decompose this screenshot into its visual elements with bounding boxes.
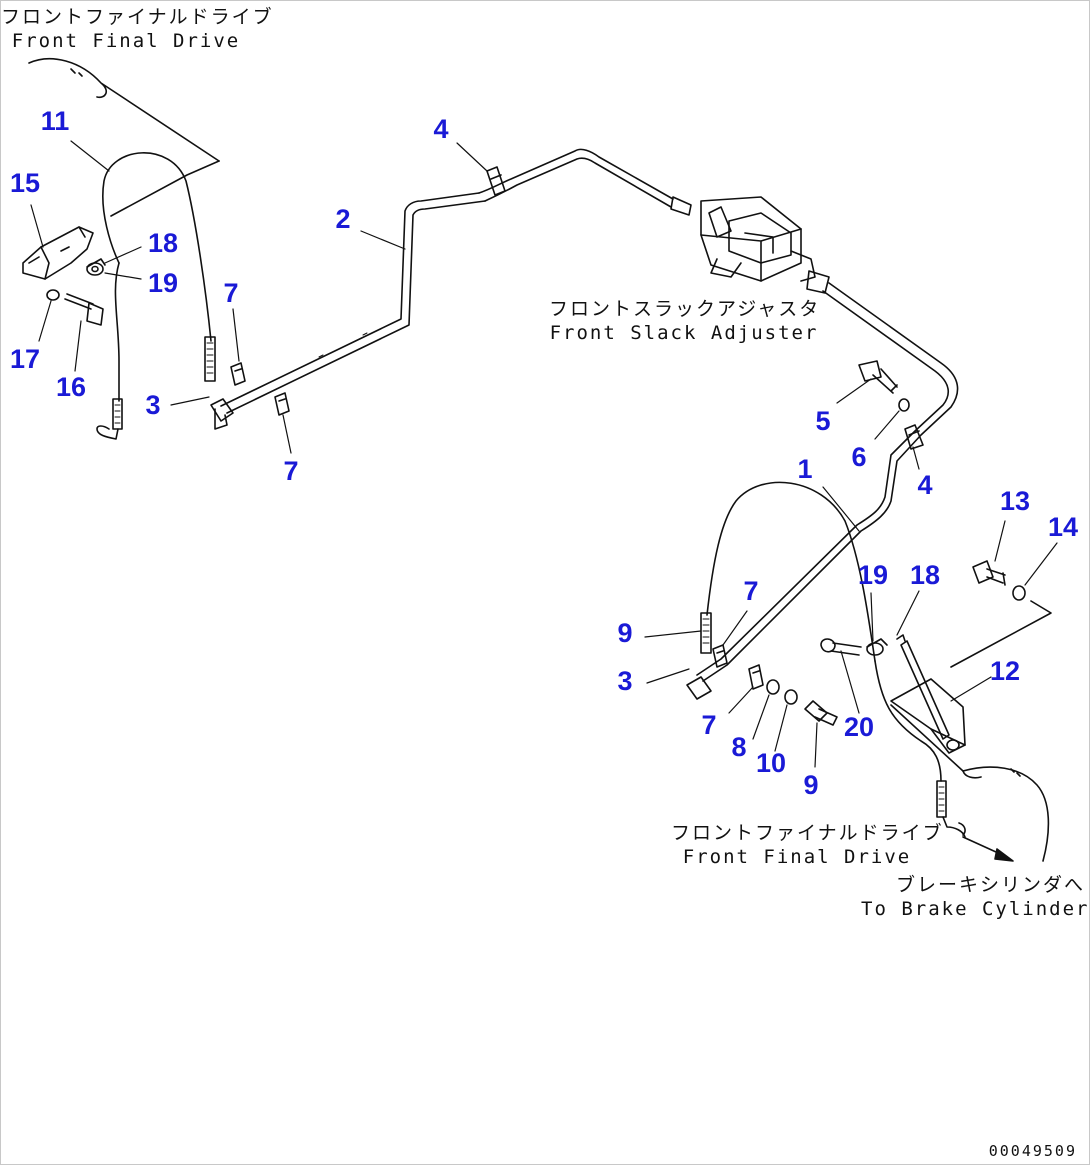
callout-part-12[interactable]: 12 bbox=[989, 656, 1021, 686]
callout-part-6[interactable]: 6 bbox=[851, 442, 867, 472]
callout-part-7[interactable]: 7 bbox=[283, 456, 299, 486]
bolt-5 bbox=[858, 360, 898, 394]
brake-hose-11 bbox=[96, 152, 216, 440]
label-en: To Brake Cylinder bbox=[861, 898, 1090, 920]
callout-part-7[interactable]: 7 bbox=[701, 710, 717, 740]
callout-part-8[interactable]: 8 bbox=[731, 732, 747, 762]
label-front-slack-adjuster: フロントスラックアジャスタ Front Slack Adjuster bbox=[549, 297, 819, 345]
leader-13-14 bbox=[950, 600, 1052, 668]
callout-part-9[interactable]: 9 bbox=[803, 770, 819, 800]
clamp-4-upper bbox=[486, 166, 506, 196]
bracket-12 bbox=[890, 640, 966, 754]
label-jp: フロントファイナルドライブ bbox=[671, 822, 944, 844]
leader-lines bbox=[30, 140, 1058, 768]
callout-part-3[interactable]: 3 bbox=[617, 666, 633, 696]
clip-7-upper bbox=[230, 362, 246, 386]
callout-part-10[interactable]: 10 bbox=[755, 748, 787, 778]
washer-10 bbox=[784, 689, 798, 705]
label-front-final-drive-bottom: フロントファイナルドライブ Front Final Drive bbox=[671, 821, 944, 869]
front-final-drive-housing-right bbox=[890, 704, 1050, 862]
callout-part-1[interactable]: 1 bbox=[797, 454, 813, 484]
bolt-20 bbox=[820, 638, 862, 656]
elbow-fitting-left bbox=[210, 398, 234, 430]
clip-7-right-upper bbox=[712, 644, 728, 668]
washer-8 bbox=[766, 679, 780, 695]
front-slack-adjuster bbox=[670, 196, 830, 294]
brake-hose-9 bbox=[700, 481, 966, 838]
label-jp: フロントスラックアジャスタ bbox=[549, 298, 821, 320]
brake-tube-1 bbox=[696, 282, 959, 682]
washer-14 bbox=[1012, 585, 1026, 601]
label-jp: フロントファイナルドライブ bbox=[1, 6, 274, 28]
label-to-brake-cylinder: ブレーキシリンダへ To Brake Cylinder bbox=[861, 873, 1090, 921]
brake-tube-2 bbox=[220, 148, 674, 414]
callout-part-20[interactable]: 20 bbox=[843, 712, 875, 742]
callout-part-19[interactable]: 19 bbox=[147, 268, 179, 298]
callout-part-11[interactable]: 11 bbox=[40, 106, 70, 136]
callout-part-16[interactable]: 16 bbox=[55, 372, 87, 402]
callout-part-4[interactable]: 4 bbox=[917, 470, 933, 500]
label-front-final-drive-top: フロントファイナルドライブ Front Final Drive bbox=[1, 5, 274, 53]
label-en: Front Slack Adjuster bbox=[549, 322, 819, 344]
clamp-18-19-right bbox=[866, 634, 906, 656]
callout-part-14[interactable]: 14 bbox=[1047, 512, 1079, 542]
label-en: Front Final Drive bbox=[682, 846, 912, 868]
callout-part-18[interactable]: 18 bbox=[909, 560, 941, 590]
washer-6 bbox=[898, 398, 910, 412]
clamp-18-19-left bbox=[86, 258, 106, 276]
clip-7-lower bbox=[274, 392, 290, 416]
bolt-16 bbox=[64, 293, 104, 326]
label-jp: ブレーキシリンダへ bbox=[895, 874, 1085, 896]
clip-7-right-lower bbox=[748, 664, 764, 690]
callout-part-4[interactable]: 4 bbox=[433, 114, 449, 144]
callout-part-15[interactable]: 15 bbox=[9, 168, 41, 198]
callout-part-2[interactable]: 2 bbox=[335, 204, 351, 234]
clamp-4-lower bbox=[904, 424, 924, 450]
elbow-fitting-right bbox=[686, 676, 712, 700]
callout-part-7[interactable]: 7 bbox=[223, 278, 239, 308]
callout-part-19[interactable]: 19 bbox=[857, 560, 889, 590]
callout-part-9[interactable]: 9 bbox=[617, 618, 633, 648]
bolt-9-lower bbox=[804, 700, 838, 726]
document-id: 00049509 bbox=[988, 1142, 1077, 1160]
washer-17 bbox=[46, 289, 60, 301]
label-en: Front Final Drive bbox=[11, 30, 241, 52]
callout-part-7[interactable]: 7 bbox=[743, 576, 759, 606]
arrow-to-brake-cylinder bbox=[962, 836, 1014, 862]
callout-part-13[interactable]: 13 bbox=[999, 486, 1031, 516]
callout-part-17[interactable]: 17 bbox=[9, 344, 41, 374]
bracket-15 bbox=[22, 226, 94, 280]
bolt-13 bbox=[972, 560, 1006, 586]
callout-part-5[interactable]: 5 bbox=[815, 406, 831, 436]
callout-part-18[interactable]: 18 bbox=[147, 228, 179, 258]
front-final-drive-housing-left bbox=[28, 57, 220, 217]
callout-part-3[interactable]: 3 bbox=[145, 390, 161, 420]
